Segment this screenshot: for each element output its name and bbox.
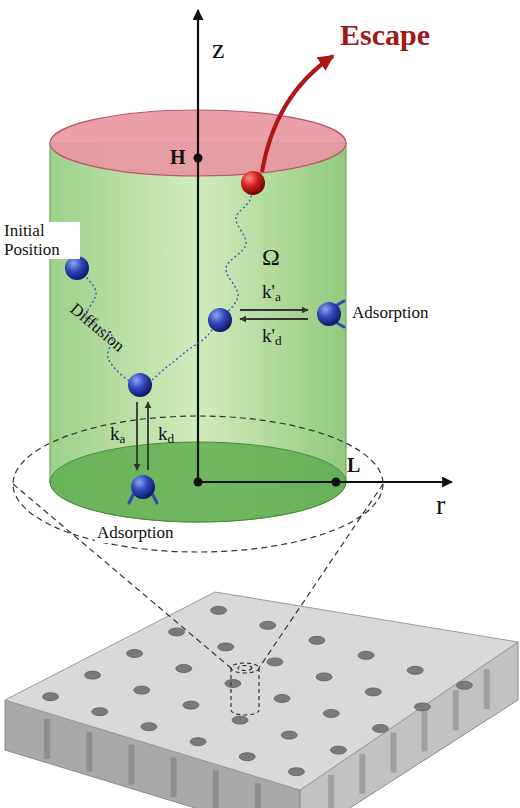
axis-mark: L bbox=[347, 454, 360, 476]
particle bbox=[128, 373, 152, 397]
particle bbox=[65, 256, 89, 280]
process-label: Adsorption bbox=[95, 524, 176, 543]
process-label: Diffusion bbox=[66, 300, 128, 356]
domain-label: Ω bbox=[262, 244, 280, 270]
process-label: Adsorption bbox=[352, 304, 429, 323]
rate-label: k'a bbox=[262, 282, 281, 305]
rate-label: k'd bbox=[262, 326, 282, 349]
rate-label: ka bbox=[110, 424, 125, 447]
porous-slab bbox=[5, 592, 518, 808]
axes bbox=[194, 10, 453, 487]
rate-label: kd bbox=[158, 424, 174, 447]
axis-label: z bbox=[212, 34, 224, 65]
adsorbed-particle bbox=[317, 301, 344, 327]
axis-mark: H bbox=[170, 146, 186, 168]
escape-arrow bbox=[262, 56, 333, 172]
adsorbed-particle bbox=[129, 475, 157, 503]
escaping-particle bbox=[241, 171, 265, 195]
particle bbox=[208, 308, 232, 332]
escape-label: Escape bbox=[340, 18, 430, 51]
diffusion-path bbox=[77, 183, 253, 385]
start-label: Initial Position bbox=[2, 222, 80, 259]
rate-arrows bbox=[137, 310, 308, 470]
pore-cylinder bbox=[231, 663, 259, 715]
axis-label: r bbox=[436, 490, 445, 521]
